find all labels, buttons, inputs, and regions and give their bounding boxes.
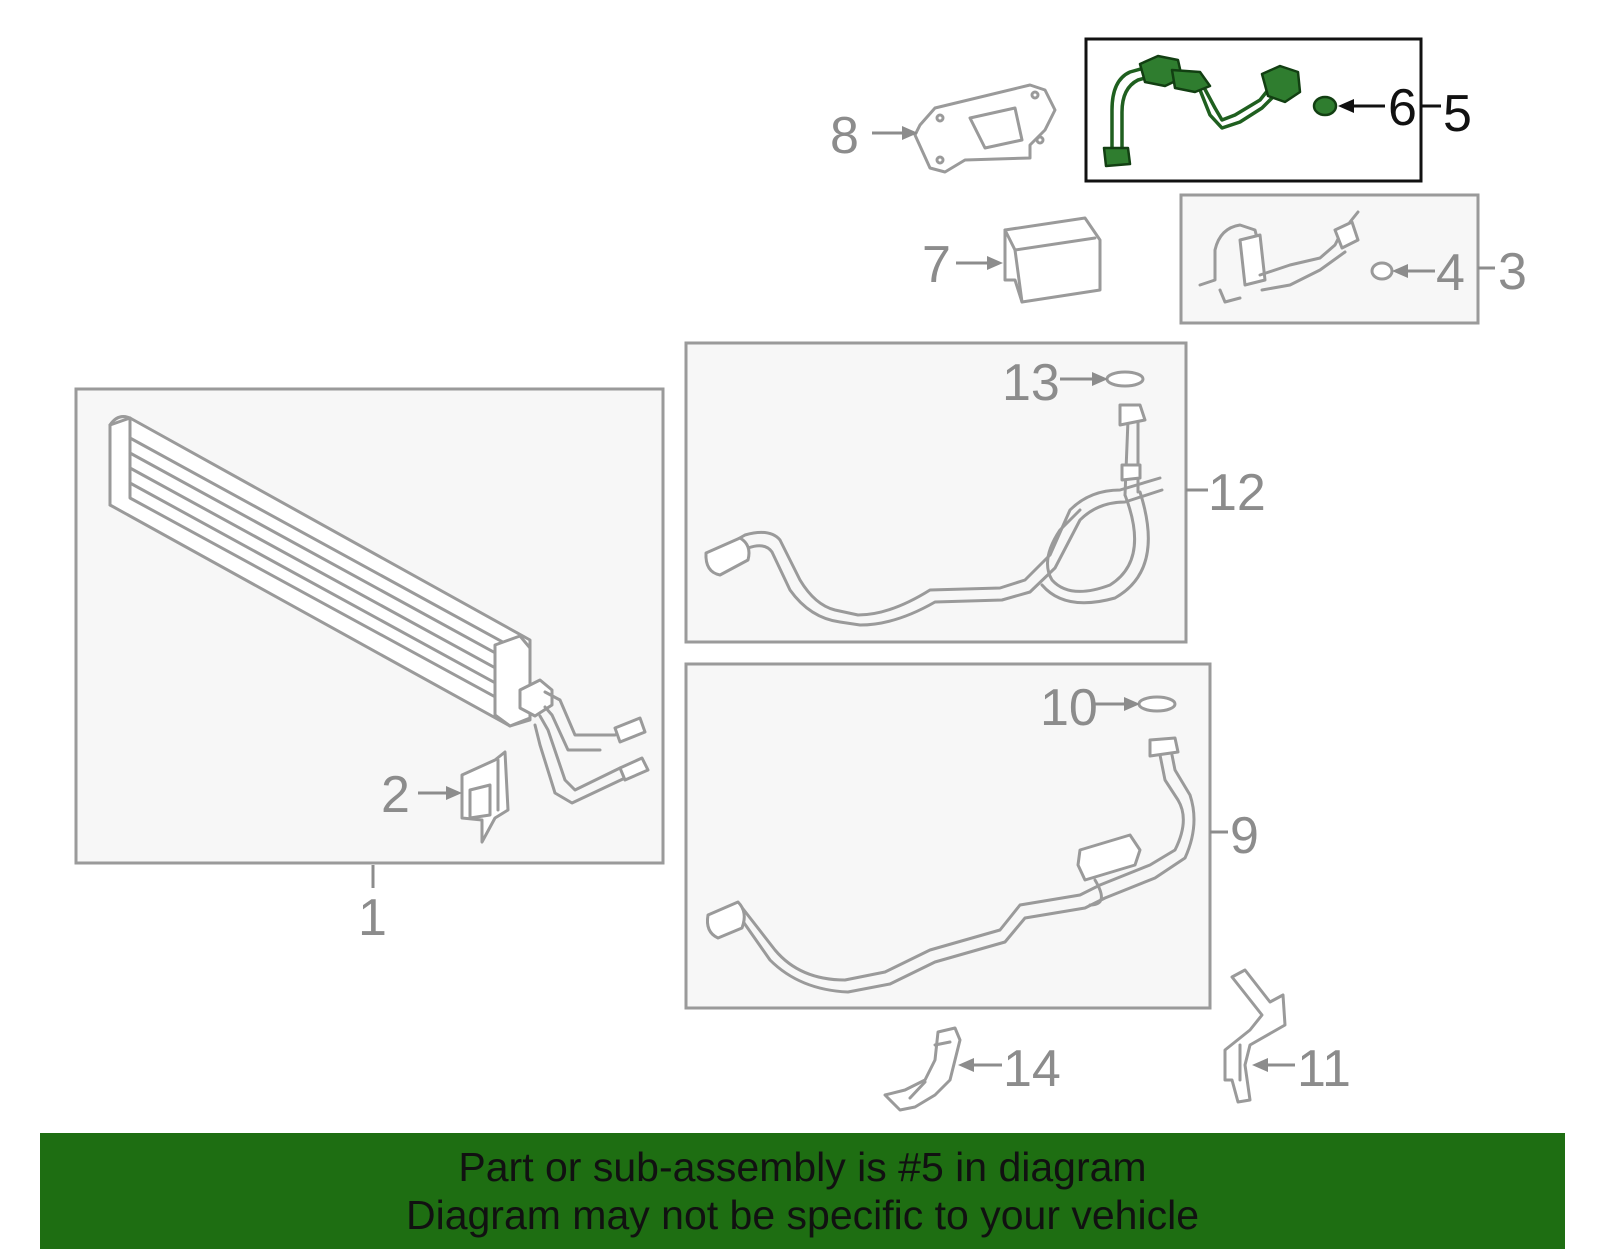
- highlight-group-5: 6 5: [1084, 37, 1472, 183]
- callout-12: 12: [1208, 464, 1266, 522]
- bracket-2-drawing: [460, 750, 510, 844]
- part-8-group: 8: [830, 83, 1057, 174]
- part-5-hose-drawing: [1102, 54, 1338, 168]
- part-12-group: 13 12: [684, 341, 1266, 644]
- callout-11: 11: [1297, 1040, 1351, 1098]
- part-12-line-drawing: [704, 370, 1164, 627]
- callout-6: 6: [1388, 79, 1417, 137]
- banner-line-1: Part or sub-assembly is #5 in diagram: [458, 1144, 1147, 1190]
- part-14-group: 14: [883, 1026, 1061, 1112]
- info-banner: Part or sub-assembly is #5 in diagram Di…: [40, 1133, 1565, 1249]
- part-5-box: [1084, 37, 1423, 183]
- oil-cooler-drawing: [108, 415, 650, 805]
- part-9-line-drawing: [706, 695, 1196, 994]
- callout-1: 1: [358, 889, 387, 947]
- part-7-module-drawing: [1003, 216, 1102, 304]
- callout-13: 13: [1002, 354, 1060, 412]
- callout-9: 9: [1230, 807, 1259, 865]
- callout-10: 10: [1040, 679, 1098, 737]
- part-11-bracket-drawing: [1223, 968, 1287, 1104]
- part-8-plate-drawing: [913, 83, 1057, 174]
- part-14-bracket-drawing: [883, 1026, 962, 1112]
- cooler-group: 1 2: [74, 387, 665, 947]
- callout-8: 8: [830, 107, 859, 165]
- part-3-box: [1179, 193, 1480, 325]
- part-11-group: 11: [1223, 968, 1351, 1104]
- part-3-hose-drawing: [1198, 210, 1394, 304]
- banner-line-2: Diagram may not be specific to your vehi…: [405, 1192, 1199, 1238]
- part-9-group: 10 9: [684, 662, 1259, 1010]
- callout-5: 5: [1443, 85, 1472, 143]
- callout-14: 14: [1003, 1040, 1061, 1098]
- callout-4: 4: [1436, 244, 1465, 302]
- callout-7: 7: [922, 236, 951, 294]
- part-12-box: [684, 341, 1188, 644]
- callout-2: 2: [381, 766, 410, 824]
- callout-3: 3: [1498, 243, 1527, 301]
- part-3-group: 4 3: [1179, 193, 1527, 325]
- part-7-group: 7: [922, 216, 1102, 304]
